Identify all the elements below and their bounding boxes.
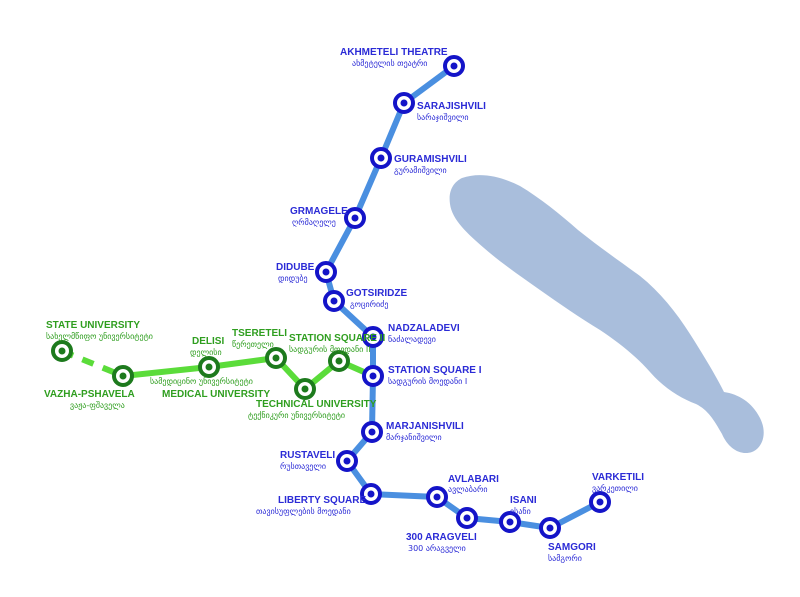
label-varketili-ka: ვარკეთილი [592,483,638,493]
station-sarajishvili [393,92,415,114]
label-medical-university-en: MEDICAL UNIVERSITY [162,389,270,400]
label-guramishvili-en: GURAMISHVILI [394,154,467,165]
station-technical-university [294,378,316,400]
label-station-square-2-en: STATION SQUARE II [289,333,386,344]
station-didube [315,261,337,283]
station-state-university [51,340,73,362]
label-technical-university-ka: ტექნიკური უნივერსიტეტი [248,410,345,420]
label-aragveli-ka: 300 არაგველი [408,543,466,553]
station-nadzaladevi [362,326,384,348]
label-akhmeteli-en: AKHMETELI THEATRE [340,47,448,58]
label-gotsiridze-ka: გოცირიძე [350,299,388,309]
label-delisi-ka: დელისი [190,347,222,357]
label-didube-en: DIDUBE [276,262,315,273]
label-nadzaladevi-ka: ნაძალადევი [388,334,436,344]
station-guramishvili [370,147,392,169]
station-isani [499,511,521,533]
label-samgori-ka: სამგორი [548,553,582,563]
station-akhmeteli [443,55,465,77]
label-station-square-1-ka: სადგურის მოედანი I [388,376,467,386]
label-gotsiridze-en: GOTSIRIDZE [346,288,407,299]
label-station-square-1-en: STATION SQUARE I [388,365,482,376]
label-vazha-pshavela-ka: ვაჟა-ფშაველა [70,400,125,410]
label-rustaveli-en: RUSTAVELI [280,450,335,461]
label-varketili-en: VARKETILI [592,472,644,483]
label-akhmeteli-ka: ახმეტელის თეატრი [352,58,427,68]
label-guramishvili-ka: გურამიშვილი [394,165,447,175]
station-station-square-1 [362,365,384,387]
station-vazha-pshavela [112,365,134,387]
label-delisi-en: DELISI [192,336,224,347]
label-grmagele-ka: ღრმაღელე [292,217,336,227]
label-aragveli-en: 300 ARAGVELI [406,532,477,543]
label-samgori-en: SAMGORI [548,542,596,553]
label-sarajishvili-ka: სარაჯიშვილი [417,112,468,122]
label-marjanishvili-ka: მარჯანიშვილი [386,432,442,442]
label-avlabari-en: AVLABARI [448,474,499,485]
station-delisi [198,356,220,378]
lake-shape [449,175,764,454]
label-isani-en: ISANI [510,495,537,506]
label-technical-university-en: TECHNICAL UNIVERSITY [256,399,377,410]
label-avlabari-ka: ავლაბარი [448,484,487,494]
label-isani-ka: ისანი [510,506,531,516]
label-rustaveli-ka: რუსთაველი [280,461,326,471]
label-marjanishvili-en: MARJANISHVILI [386,421,464,432]
station-marjanishvili [361,421,383,443]
label-didube-ka: დიდუბე [278,273,308,283]
label-state-university-ka: სახელმწიფო უნივერსიტეტი [46,331,153,341]
station-grmagele [344,207,366,229]
label-vazha-pshavela-en: VAZHA-PSHAVELA [44,389,135,400]
blue-line-track [323,63,603,531]
labels-layer: AKHMETELI THEATRE ახმეტელის თეატრი SARAJ… [44,47,644,563]
station-aragveli [456,507,478,529]
label-tsereteli-en: TSERETELI [232,328,287,339]
station-rustaveli [336,450,358,472]
station-varketili [589,491,611,513]
label-station-square-2-ka: სადგურის მოედანი II [289,344,371,354]
station-samgori [539,517,561,539]
label-liberty-square-ka: თავისუფლების მოედანი [256,506,351,516]
station-avlabari [426,486,448,508]
station-gotsiridze [323,290,345,312]
label-sarajishvili-en: SARAJISHVILI [417,101,486,112]
label-liberty-square-en: LIBERTY SQUARE [278,495,366,506]
label-grmagele-en: GRMAGELE [290,206,348,217]
stations-layer [51,55,611,539]
label-state-university-en: STATE UNIVERSITY [46,320,140,331]
label-tsereteli-ka: წერეთელი [232,339,274,349]
label-medical-university-ka: სამედიცინო უნივერსიტეტი [150,376,253,386]
station-station-square-2 [328,350,350,372]
label-nadzaladevi-en: NADZALADEVI [388,323,460,334]
station-liberty-square [360,483,382,505]
station-tsereteli [265,347,287,369]
